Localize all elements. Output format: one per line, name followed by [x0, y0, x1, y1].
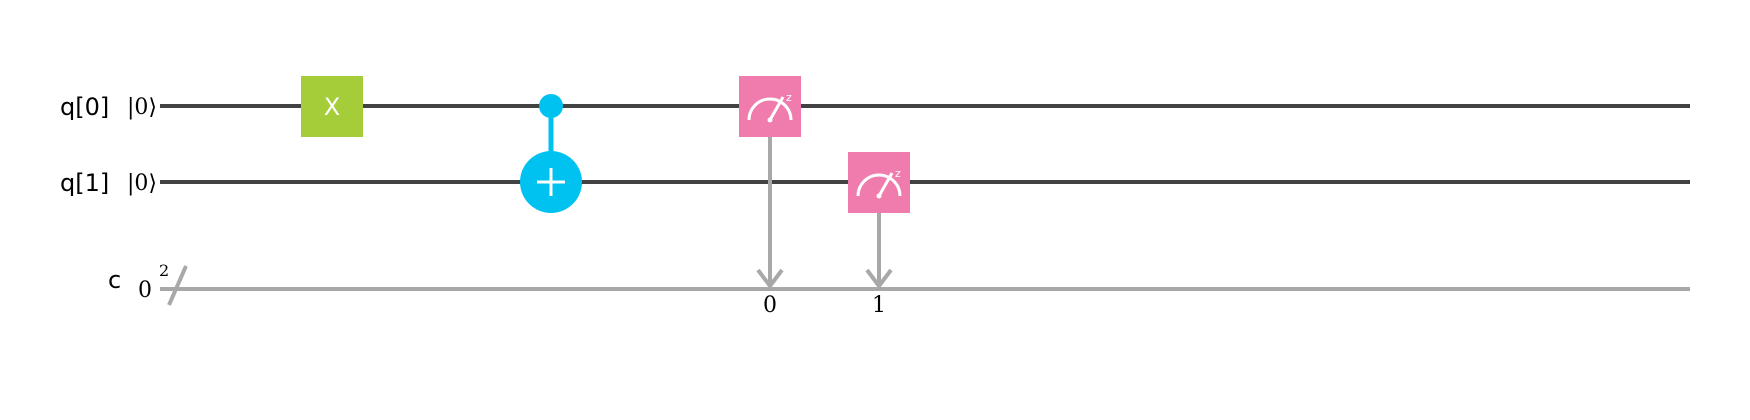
measure-basis-q1: z: [895, 167, 901, 180]
measure-gate-q1: z: [848, 152, 910, 290]
x-gate: X: [301, 76, 363, 137]
measure-arrow-head-q1: [865, 268, 893, 290]
qubit-0-label: q[0]: [60, 93, 109, 121]
measure-arrow-head-q0: [756, 268, 784, 290]
classical-bundle-slash: [167, 265, 188, 306]
x-gate-label: X: [324, 93, 340, 121]
qubit-1-label: q[1]: [60, 169, 109, 197]
cnot-plus-icon: [537, 168, 565, 196]
qubit-1-init-state: |0⟩: [127, 171, 157, 196]
classical-register-label: c: [108, 266, 121, 294]
qubit-0-init-state: |0⟩: [127, 95, 157, 120]
classical-bit-0-label: 0: [763, 293, 777, 318]
measure-basis-q0: z: [786, 91, 792, 104]
cnot-control-dot: [539, 94, 563, 118]
classical-register-init: 0: [138, 278, 152, 303]
meter-icon: [747, 96, 793, 123]
cnot-gate: [520, 94, 582, 213]
classical-register-width: 2: [159, 261, 169, 280]
meter-icon: [856, 172, 902, 199]
classical-bit-1-label: 1: [872, 293, 886, 318]
measure-gate-q0: z: [739, 76, 801, 290]
